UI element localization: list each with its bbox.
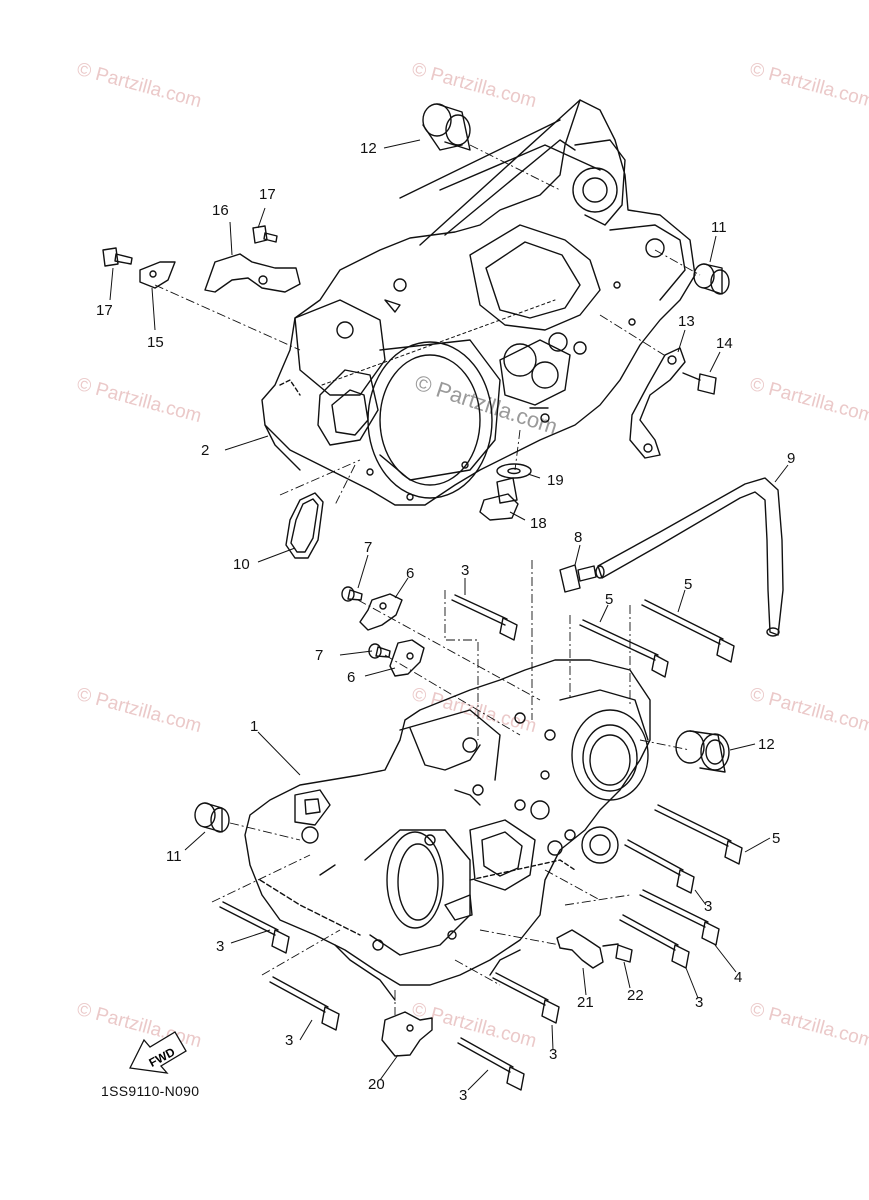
bolt-17-left bbox=[102, 247, 133, 267]
bolt-14 bbox=[682, 372, 717, 395]
callout-17: 17 bbox=[96, 302, 113, 319]
plate-6-upper bbox=[359, 593, 403, 631]
bolt-5-b bbox=[641, 599, 735, 663]
drain-bolt-18 bbox=[479, 477, 519, 521]
callout-17: 17 bbox=[259, 186, 276, 203]
callout-14: 14 bbox=[716, 335, 733, 352]
callout-16: 16 bbox=[212, 202, 229, 219]
callout-7: 7 bbox=[364, 539, 373, 556]
right-crankcase-half bbox=[244, 659, 651, 1001]
callout-6: 6 bbox=[347, 669, 356, 686]
bolt-3-left-upper bbox=[219, 901, 290, 954]
callout-9: 9 bbox=[787, 450, 796, 467]
bolt-3-b bbox=[624, 839, 695, 894]
callout-18: 18 bbox=[530, 515, 547, 532]
hose-fitting-8 bbox=[559, 564, 597, 593]
bolt-3-upper bbox=[451, 594, 518, 641]
callout-3: 3 bbox=[695, 994, 704, 1011]
bushing-12-lower bbox=[675, 730, 730, 773]
bolt-7-upper bbox=[341, 586, 363, 602]
bushing-11-lower bbox=[194, 802, 230, 833]
assembly-lines bbox=[154, 144, 701, 1015]
clip-21 bbox=[556, 929, 604, 969]
callout-12: 12 bbox=[360, 140, 377, 157]
o-ring-10 bbox=[285, 492, 324, 559]
callout-11: 11 bbox=[166, 848, 182, 865]
bolt-5-a bbox=[579, 619, 669, 678]
callout-4: 4 bbox=[734, 969, 743, 986]
callout-15: 15 bbox=[147, 334, 164, 351]
callout-22: 22 bbox=[627, 987, 644, 1004]
callout-5: 5 bbox=[684, 576, 693, 593]
callout-19: 19 bbox=[547, 472, 564, 489]
callout-3: 3 bbox=[704, 898, 713, 915]
bolt-4 bbox=[639, 889, 720, 946]
callout-3: 3 bbox=[216, 938, 225, 955]
callout-6: 6 bbox=[406, 565, 415, 582]
callout-13: 13 bbox=[678, 313, 695, 330]
plate-6-lower bbox=[389, 639, 425, 677]
callout-5: 5 bbox=[772, 830, 781, 847]
bolt-3-bottom-mid bbox=[492, 972, 560, 1024]
bolt-3-left-lower bbox=[269, 976, 340, 1031]
callout-8: 8 bbox=[574, 529, 583, 546]
callout-12: 12 bbox=[758, 736, 775, 753]
bracket-16 bbox=[204, 253, 301, 293]
washer-19 bbox=[496, 463, 532, 479]
callout-3: 3 bbox=[459, 1087, 468, 1104]
left-crankcase-half bbox=[261, 99, 696, 506]
bracket-20 bbox=[381, 1011, 433, 1057]
bushing-12-top bbox=[422, 103, 471, 151]
bracket-13 bbox=[629, 347, 686, 459]
callout-3: 3 bbox=[285, 1032, 294, 1049]
callout-1: 1 bbox=[250, 718, 259, 735]
callout-3: 3 bbox=[549, 1046, 558, 1063]
bushing-11-top bbox=[693, 263, 730, 295]
bolt-3-bottom bbox=[457, 1037, 525, 1091]
callout-21: 21 bbox=[577, 994, 594, 1011]
bolt-5-c bbox=[654, 804, 743, 865]
callout-20: 20 bbox=[368, 1076, 385, 1093]
callout-2: 2 bbox=[201, 442, 210, 459]
callout-3: 3 bbox=[461, 562, 470, 579]
breather-hose-9 bbox=[595, 477, 784, 637]
diagram-code: 1SS9110-N090 bbox=[101, 1083, 200, 1099]
fwd-arrow-icon: FWD bbox=[129, 1031, 187, 1074]
leader-lines bbox=[109, 139, 789, 1091]
callout-7: 7 bbox=[315, 647, 324, 664]
callout-5: 5 bbox=[605, 591, 614, 608]
callout-11: 11 bbox=[711, 219, 727, 236]
plate-15 bbox=[139, 261, 176, 289]
bolt-17-top bbox=[252, 225, 278, 244]
bolt-22 bbox=[602, 943, 633, 963]
callout-10: 10 bbox=[233, 556, 250, 573]
